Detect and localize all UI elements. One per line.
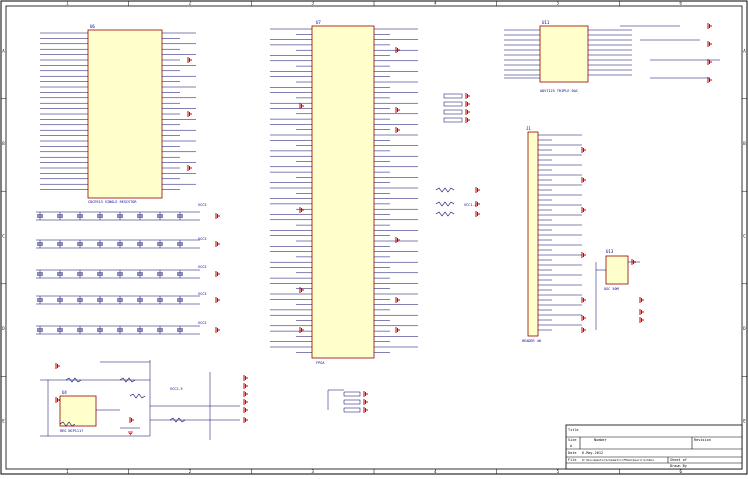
regulator-u4: U4 REG NCP1117 bbox=[59, 390, 97, 433]
ic-u6-ref: U6 bbox=[90, 24, 95, 29]
ic-u11-body bbox=[539, 25, 589, 83]
connector-j1-value: HEADER 40 bbox=[522, 339, 541, 343]
resistor-zigzag bbox=[435, 211, 455, 217]
connector-j1-pins bbox=[538, 134, 582, 331]
ground-symbols bbox=[55, 23, 712, 436]
inductor bbox=[169, 417, 186, 423]
inductor bbox=[129, 393, 146, 399]
title-block-frame bbox=[565, 424, 743, 470]
net-vcc-label-4: VCC3 bbox=[198, 292, 206, 296]
ic-u11-value: ADV7125 TRIPLE DAC bbox=[540, 89, 578, 93]
ic-u7-value: FPGA bbox=[316, 361, 325, 365]
ic-u11: U11 ADV7125 TRIPLE DAC bbox=[539, 20, 589, 93]
passive-block bbox=[443, 117, 463, 123]
zone-row-label: D bbox=[2, 326, 5, 331]
ic-u7-pins bbox=[270, 28, 418, 353]
inductor bbox=[59, 421, 76, 427]
inductor bbox=[65, 377, 82, 383]
size-value: A bbox=[570, 444, 573, 448]
ic-u7-ref: U7 bbox=[316, 20, 321, 25]
ic-u11-ref: U11 bbox=[542, 20, 550, 25]
net-vcc12-label: VCC1.2 bbox=[464, 203, 477, 207]
resistor-zigzag bbox=[435, 187, 455, 193]
passive-block bbox=[443, 109, 463, 115]
passive-block bbox=[343, 407, 361, 413]
zone-row-label: E bbox=[743, 419, 746, 424]
revision-label: Revision bbox=[694, 438, 711, 442]
zone-col-label: 1 bbox=[66, 1, 69, 6]
zone-row-label: E bbox=[2, 419, 5, 424]
osc-u13-ref: U13 bbox=[606, 249, 614, 254]
connector-j1-body bbox=[527, 131, 539, 337]
zone-col-label: 4 bbox=[434, 1, 437, 6]
osc-u13-value: OSC 50M bbox=[604, 287, 619, 291]
zone-row-label: C bbox=[2, 234, 5, 239]
net-vcc-label-2: VCC3 bbox=[198, 237, 206, 241]
zone-col-label: 1 bbox=[66, 469, 69, 474]
zone-row-label: B bbox=[743, 141, 746, 146]
osc-u13-body bbox=[605, 255, 629, 285]
zone-row-label: D bbox=[743, 326, 746, 331]
title-block: Title Size A Number Revision Date 6-May-… bbox=[565, 424, 743, 470]
zone-col-label: 5 bbox=[557, 1, 560, 6]
zone-col-label: 2 bbox=[189, 469, 192, 474]
passive-block bbox=[343, 391, 361, 397]
zone-col-label: 6 bbox=[679, 469, 682, 474]
ic-u6-body bbox=[87, 29, 163, 199]
drawn-label: Drawn By bbox=[670, 464, 687, 468]
ic-u11-pins bbox=[504, 25, 720, 79]
regulator-u4-value: REG NCP1117 bbox=[60, 429, 83, 433]
file-label: File bbox=[568, 458, 576, 462]
ic-u7: U7 FPGA bbox=[311, 20, 375, 365]
ic-u6-pins bbox=[40, 32, 196, 190]
capacitor-array bbox=[36, 93, 640, 440]
inductor bbox=[119, 377, 136, 383]
file-value: D:\Documents\Schematic\FPGA\board.SchDoc bbox=[582, 458, 654, 462]
zone-row-label: A bbox=[743, 48, 746, 53]
date-label: Date bbox=[568, 451, 576, 455]
ic-u6: U6 CDCE913 SINGLE RESISTOR bbox=[87, 24, 163, 204]
regulator-u4-ref: U4 bbox=[62, 390, 67, 395]
zone-col-label: 6 bbox=[679, 1, 682, 6]
resistor-zigzag bbox=[435, 201, 455, 207]
net-vcc25-label: VCC2.5 bbox=[170, 387, 183, 391]
zone-col-label: 2 bbox=[189, 1, 192, 6]
passive-block bbox=[443, 101, 463, 107]
osc-u13: U13 OSC 50M bbox=[604, 249, 629, 291]
ic-u6-value: CDCE913 SINGLE RESISTOR bbox=[88, 200, 137, 204]
size-label: Size bbox=[568, 438, 576, 442]
zone-col-label: 5 bbox=[557, 469, 560, 474]
ic-u7-body bbox=[311, 25, 375, 359]
zone-row-label: C bbox=[743, 234, 746, 239]
zone-col-label: 3 bbox=[311, 1, 314, 6]
title-label: Title bbox=[568, 428, 579, 432]
regulator-u4-body bbox=[59, 395, 97, 427]
passive-block bbox=[443, 93, 463, 99]
connector-j1-ref: J1 bbox=[526, 126, 531, 131]
zone-row-label: A bbox=[2, 48, 5, 53]
net-vcc-label-1: VCC3 bbox=[198, 203, 206, 207]
zone-col-label: 3 bbox=[311, 469, 314, 474]
zone-col-label: 4 bbox=[434, 469, 437, 474]
number-label: Number bbox=[594, 438, 607, 442]
passive-block bbox=[343, 399, 361, 405]
date-value: 6-May-2012 bbox=[582, 451, 603, 455]
sheet-label: Sheet of bbox=[670, 458, 687, 462]
net-vcc-label-5: VCC3 bbox=[198, 321, 206, 325]
connector-j1: J1 HEADER 40 bbox=[522, 126, 541, 343]
zone-row-label: B bbox=[2, 141, 5, 146]
net-vcc-label-3: VCC3 bbox=[198, 265, 206, 269]
